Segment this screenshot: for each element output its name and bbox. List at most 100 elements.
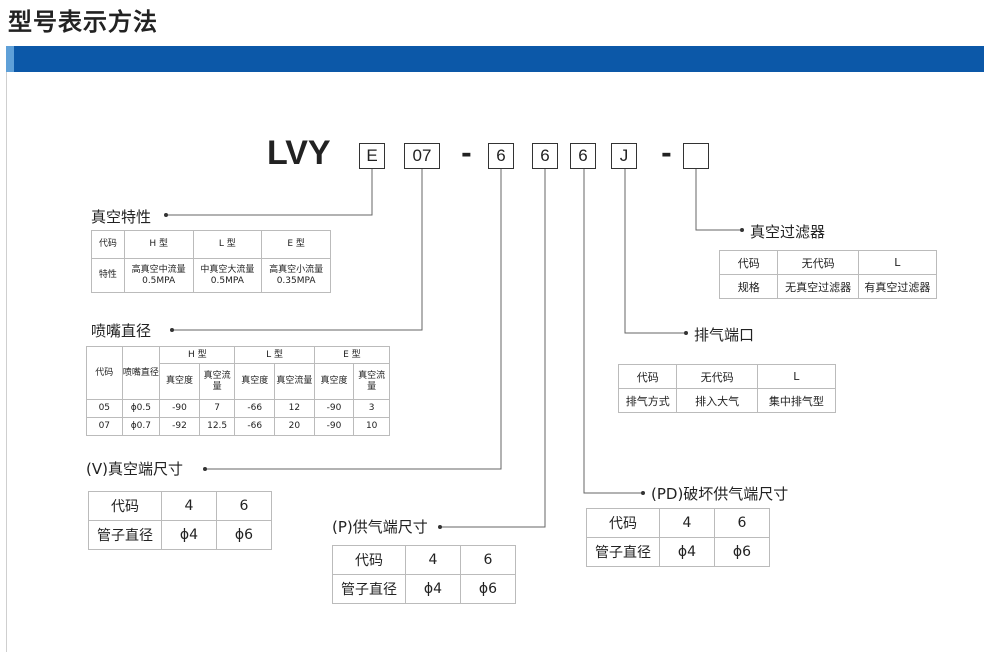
table-cell: E 型: [313, 346, 391, 364]
leader-dot: [740, 228, 744, 232]
table-cell: L: [756, 364, 837, 389]
table-cell: -90: [159, 399, 200, 418]
model-box-vacuum-port: 6: [488, 143, 514, 169]
table-cell: 20: [274, 417, 315, 436]
table-cell: H 型: [159, 346, 236, 364]
table-cell: 真空度: [313, 363, 355, 400]
supply-port-table: 代码 4 6 管子直径 ϕ4 ϕ6: [332, 545, 516, 604]
leader-dot: [203, 467, 207, 471]
table-cell: 排气方式: [617, 388, 678, 413]
table-cell: L 型: [234, 346, 315, 364]
table-cell: 代码: [718, 250, 779, 275]
table-cell: 排入大气: [676, 388, 758, 413]
leader-dot: [684, 331, 688, 335]
vacuum-characteristics-label: 真空特性: [91, 208, 152, 226]
table-cell: 6: [216, 491, 272, 521]
table-cell: -90: [313, 399, 355, 418]
table-cell: 代码: [88, 491, 162, 521]
leader-dot: [164, 213, 168, 217]
table-cell: 07: [86, 417, 123, 436]
leader-dot: [641, 491, 645, 495]
table-cell: E 型: [261, 230, 331, 259]
table-cell: 7: [198, 399, 236, 418]
table-cell: 10: [353, 417, 390, 436]
table-cell: H 型: [123, 230, 194, 259]
exhaust-port-label: 排气端口: [694, 326, 755, 344]
table-cell: 无真空过滤器: [777, 274, 859, 299]
table-cell: -90: [313, 417, 355, 436]
title-bar-accent: [6, 46, 14, 72]
vacuum-port-label: (V)真空端尺寸: [86, 460, 183, 478]
leader-dot: [438, 525, 442, 529]
model-box-characteristic: E: [359, 143, 385, 169]
table-cell: 高真空中流量 0.5MPA: [123, 258, 194, 293]
table-cell: ϕ4: [161, 520, 217, 550]
table-cell: 真空流量: [274, 363, 315, 400]
vacuum-filter-table: 代码 无代码 L 规格 无真空过滤器 有真空过滤器: [718, 250, 938, 299]
table-cell: -92: [159, 417, 200, 436]
table-cell: 4: [405, 545, 461, 575]
table-cell: 代码: [617, 364, 678, 389]
table-cell: ϕ4: [405, 574, 461, 604]
model-box-supply-port: 6: [532, 143, 558, 169]
table-cell: 12: [274, 399, 315, 418]
table-cell: 4: [161, 491, 217, 521]
table-cell: 代码: [86, 346, 123, 400]
left-divider: [6, 72, 7, 652]
table-cell: L 型: [192, 230, 263, 259]
table-cell: 管子直径: [586, 537, 660, 567]
table-cell: 4: [659, 508, 715, 538]
table-cell: 管子直径: [332, 574, 406, 604]
model-box-filter: [683, 143, 709, 169]
model-box-break-port: 6: [570, 143, 596, 169]
table-cell: L: [857, 250, 938, 275]
table-cell: 12.5: [198, 417, 236, 436]
vacuum-filter-label: 真空过滤器: [750, 223, 826, 241]
table-cell: 管子直径: [88, 520, 162, 550]
table-cell: 中真空大流量 0.5MPA: [192, 258, 263, 293]
leader-dot: [170, 328, 174, 332]
nozzle-diameter-label: 喷嘴直径: [91, 322, 152, 340]
table-cell: 规格: [718, 274, 779, 299]
break-port-table: 代码 4 6 管子直径 ϕ4 ϕ6: [586, 508, 770, 567]
table-cell: 集中排气型: [756, 388, 837, 413]
model-dash: -: [461, 139, 472, 169]
title-bar: [6, 46, 984, 72]
table-cell: 代码: [91, 230, 125, 259]
table-cell: 真空度: [234, 363, 276, 400]
table-cell: ϕ4: [659, 537, 715, 567]
table-cell: ϕ6: [460, 574, 516, 604]
model-prefix: LVY: [267, 134, 331, 172]
model-box-nozzle: 07: [404, 143, 440, 169]
model-dash-2: -: [661, 139, 672, 169]
nozzle-diameter-table: 代码 喷嘴直径 H 型 L 型 E 型 真空度 真空流量 真空度 真空流量 真空…: [86, 346, 391, 436]
table-cell: 真空度: [159, 363, 200, 400]
table-cell: 高真空小流量 0.35MPA: [261, 258, 331, 293]
table-cell: ϕ0.7: [121, 417, 161, 436]
break-port-label: (PD)破坏供气端尺寸: [651, 485, 789, 503]
table-cell: 无代码: [676, 364, 758, 389]
table-cell: 代码: [586, 508, 660, 538]
table-cell: 05: [86, 399, 123, 418]
table-cell: 6: [714, 508, 770, 538]
table-cell: ϕ6: [714, 537, 770, 567]
table-cell: -66: [234, 417, 276, 436]
page-title: 型号表示方法: [8, 8, 158, 36]
table-cell: 3: [353, 399, 390, 418]
vacuum-port-table: 代码 4 6 管子直径 ϕ4 ϕ6: [88, 491, 272, 550]
model-box-exhaust: J: [611, 143, 637, 169]
table-cell: 6: [460, 545, 516, 575]
table-cell: -66: [234, 399, 276, 418]
exhaust-port-table: 代码 无代码 L 排气方式 排入大气 集中排气型: [617, 364, 837, 413]
table-cell: 特性: [91, 258, 125, 293]
supply-port-label: (P)供气端尺寸: [332, 518, 428, 536]
table-cell: ϕ0.5: [121, 399, 161, 418]
table-cell: 喷嘴直径: [121, 346, 161, 400]
vacuum-characteristics-table: 代码 H 型 L 型 E 型 特性 高真空中流量 0.5MPA 中真空大流量 0…: [91, 230, 331, 293]
table-cell: 有真空过滤器: [857, 274, 938, 299]
table-cell: 真空流量: [353, 363, 390, 400]
table-cell: 真空流量: [198, 363, 236, 400]
table-cell: 无代码: [777, 250, 859, 275]
table-cell: ϕ6: [216, 520, 272, 550]
